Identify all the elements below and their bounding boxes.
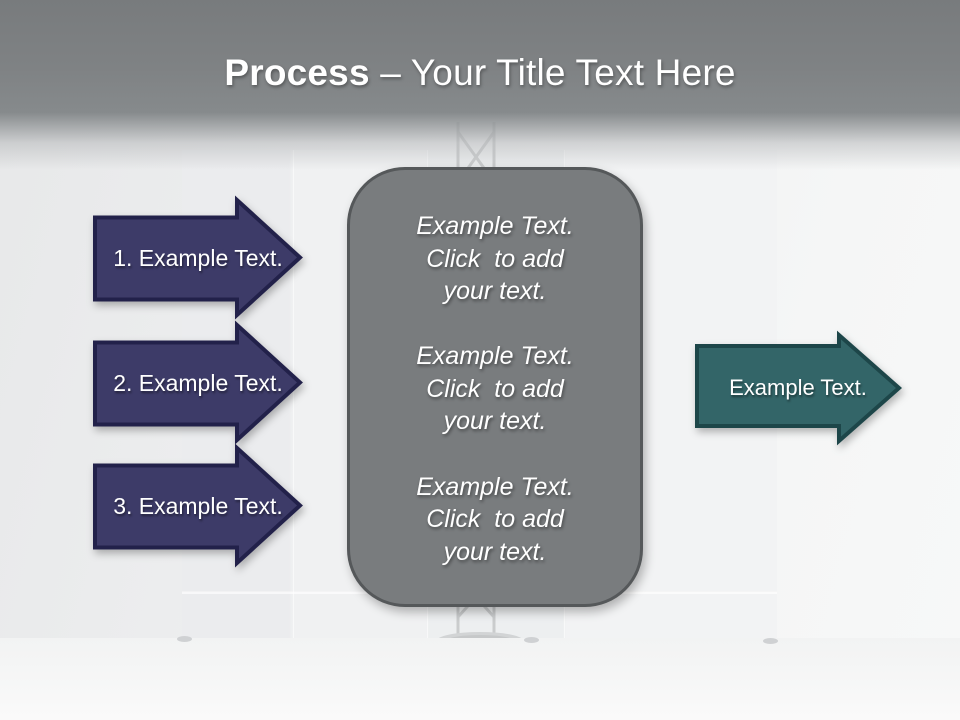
title-placeholder-text: – Your Title Text Here: [369, 52, 736, 93]
backdrop-seam: [293, 150, 294, 638]
panel-foot: [524, 637, 539, 643]
center-text-panel[interactable]: Example Text. Click to add your text. Ex…: [347, 167, 643, 607]
right-arrow-shape: [93, 443, 303, 568]
slide-title[interactable]: Process – Your Title Text Here: [0, 52, 960, 94]
process-step-arrow-2[interactable]: 2. Example Text.: [93, 320, 303, 445]
panel-text-block-3[interactable]: Example Text. Click to add your text.: [416, 472, 574, 566]
panel-foot: [177, 636, 192, 642]
right-arrow-shape: [93, 320, 303, 445]
result-arrow[interactable]: Example Text.: [695, 330, 903, 446]
header-band: Process – Your Title Text Here: [0, 0, 960, 170]
panel-text-block-1[interactable]: Example Text. Click to add your text.: [416, 212, 574, 305]
process-step-arrow-3[interactable]: 3. Example Text.: [93, 443, 303, 568]
panel-foot: [763, 638, 778, 644]
right-arrow-shape: [695, 330, 903, 446]
panel-text-block-2[interactable]: Example Text. Click to add your text.: [416, 342, 574, 436]
floor: [0, 638, 960, 720]
right-arrow-shape: [93, 195, 303, 320]
process-step-arrow-1[interactable]: 1. Example Text.: [93, 195, 303, 320]
title-keyword: Process: [224, 52, 370, 93]
